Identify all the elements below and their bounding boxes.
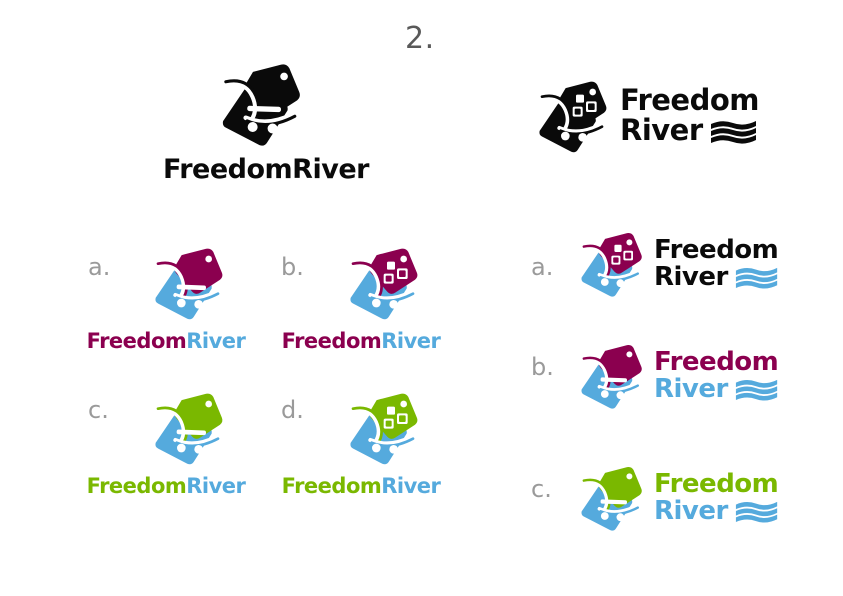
river-waves-glyph (735, 380, 778, 401)
left-a-word-two: River (186, 329, 246, 353)
option-letter-left-d: d. (281, 396, 304, 424)
left-c-wordmark: FreedomRiver (86, 476, 246, 497)
right-a-word-two: River (654, 262, 728, 292)
concept-left-d[interactable]: FreedomRiver (282, 388, 441, 497)
tag-square-details (383, 261, 408, 284)
river-waves-glyph (710, 120, 756, 144)
price-tag-shopping-cart-mark-squares (350, 393, 418, 465)
price-tag-shopping-cart-mark-squares (539, 81, 607, 153)
right-b-word-one: Freedom (654, 347, 779, 378)
concept-right-a[interactable]: Freedom River (573, 228, 779, 300)
tag-square-details (383, 406, 408, 429)
tag-square-details (611, 244, 633, 265)
left-b-word-two: River (381, 329, 441, 353)
wordmark-line-two: River (620, 113, 759, 147)
hero-stacked-wordmark: Freedom River (620, 83, 760, 147)
price-tag-shopping-cart-mark (222, 64, 300, 146)
wordmark-line-one: Freedom (654, 237, 779, 264)
wordmark-line-one: Freedom (654, 349, 779, 376)
right-c-word-two: River (654, 496, 728, 526)
price-tag-shopping-cart-mark-squares (581, 233, 642, 297)
left-b-word-one: Freedom (281, 329, 382, 353)
option-letter-left-b: b. (281, 253, 304, 281)
right-b-word-two: River (654, 374, 728, 404)
right-c-word-one: Freedom (654, 469, 779, 500)
concept-hero-black-horizontal[interactable]: FreedomRiver (163, 58, 369, 183)
price-tag-shopping-cart-mark (581, 467, 642, 531)
river-waves-glyph (735, 502, 778, 523)
concept-right-c[interactable]: Freedom River (573, 462, 779, 534)
slide-number: 2. (405, 21, 435, 56)
price-tag-shopping-cart-mark (581, 345, 642, 409)
wordmark-line-one: Freedom (654, 471, 779, 498)
tag-square-details (572, 94, 597, 117)
right-a-wordmark: Freedom River (654, 237, 779, 290)
left-d-wordmark: FreedomRiver (281, 476, 441, 497)
river-waves-glyph (735, 268, 778, 289)
option-letter-right-a: a. (531, 253, 554, 281)
left-a-wordmark: FreedomRiver (86, 331, 246, 352)
concept-left-a[interactable]: FreedomRiver (87, 243, 246, 352)
price-tag-shopping-cart-mark-squares (350, 248, 418, 320)
option-letter-right-c: c. (531, 475, 552, 503)
hero-stacked-word-one: Freedom (620, 83, 760, 118)
left-b-wordmark: FreedomRiver (281, 331, 441, 352)
hero-wordmark: FreedomRiver (163, 154, 369, 185)
option-letter-right-b: b. (531, 353, 554, 381)
wordmark-line-one: Freedom (620, 83, 760, 118)
option-letter-left-c: c. (88, 396, 109, 424)
wordmark-line-two: River (654, 498, 779, 525)
left-a-word-one: Freedom (86, 329, 187, 353)
right-a-word-one: Freedom (654, 235, 779, 266)
option-letter-left-a: a. (88, 253, 111, 281)
hero-word-one: Freedom (163, 154, 293, 185)
concept-hero-black-stacked[interactable]: Freedom River (530, 76, 760, 156)
price-tag-shopping-cart-mark (155, 393, 223, 465)
concept-left-c[interactable]: FreedomRiver (87, 388, 246, 497)
concept-right-b[interactable]: Freedom River (573, 340, 779, 412)
left-d-word-two: River (381, 474, 441, 498)
right-c-wordmark: Freedom River (654, 471, 779, 524)
hero-stacked-word-two: River (620, 113, 703, 147)
left-c-word-one: Freedom (86, 474, 187, 498)
left-c-word-two: River (186, 474, 246, 498)
concept-left-b[interactable]: FreedomRiver (282, 243, 441, 352)
right-b-wordmark: Freedom River (654, 349, 779, 402)
left-d-word-one: Freedom (281, 474, 382, 498)
hero-word-two: River (292, 154, 369, 185)
price-tag-shopping-cart-mark (155, 248, 223, 320)
wordmark-line-two: River (654, 376, 779, 403)
wordmark-line-two: River (654, 264, 779, 291)
